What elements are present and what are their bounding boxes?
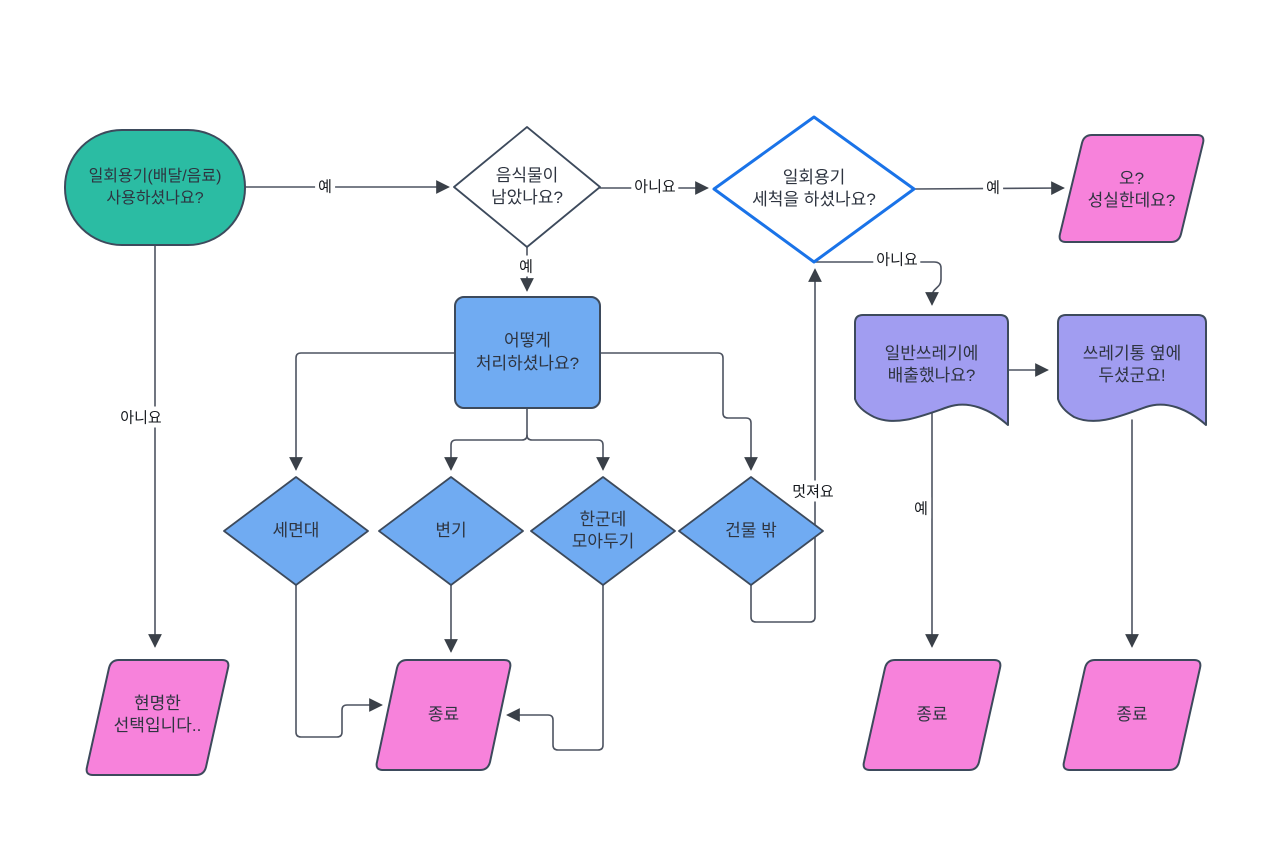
node-sink-shape[interactable] [223,476,369,586]
node-pile-shape[interactable] [530,476,676,586]
node-end2-shape[interactable] [862,659,1002,771]
edge-how-pile [526,434,610,471]
edge-how-outside [599,352,758,471]
node-outside-shape[interactable] [678,476,824,586]
edge-wash-trash [814,261,942,306]
node-end3-shape[interactable] [1062,659,1202,771]
edge-sink-end1 [295,584,383,738]
node-end1-shape[interactable] [375,659,512,771]
edge-how-toilet [444,407,528,471]
node-start-shape[interactable] [64,129,246,246]
node-wash-shape[interactable] [712,115,916,264]
node-wise-shape[interactable] [85,659,230,776]
edge-outside-wash [750,268,822,623]
node-beside-shape[interactable] [1057,314,1207,426]
edge-wash-sincere [913,181,1065,195]
edge-pile-end1 [506,584,604,751]
node-toilet-shape[interactable] [378,476,524,586]
node-sincere-shape[interactable] [1058,134,1205,243]
edge-how-sink [289,352,456,471]
node-food-shape[interactable] [453,126,601,248]
node-how-shape[interactable] [454,296,601,409]
node-trash-shape[interactable] [854,314,1009,426]
